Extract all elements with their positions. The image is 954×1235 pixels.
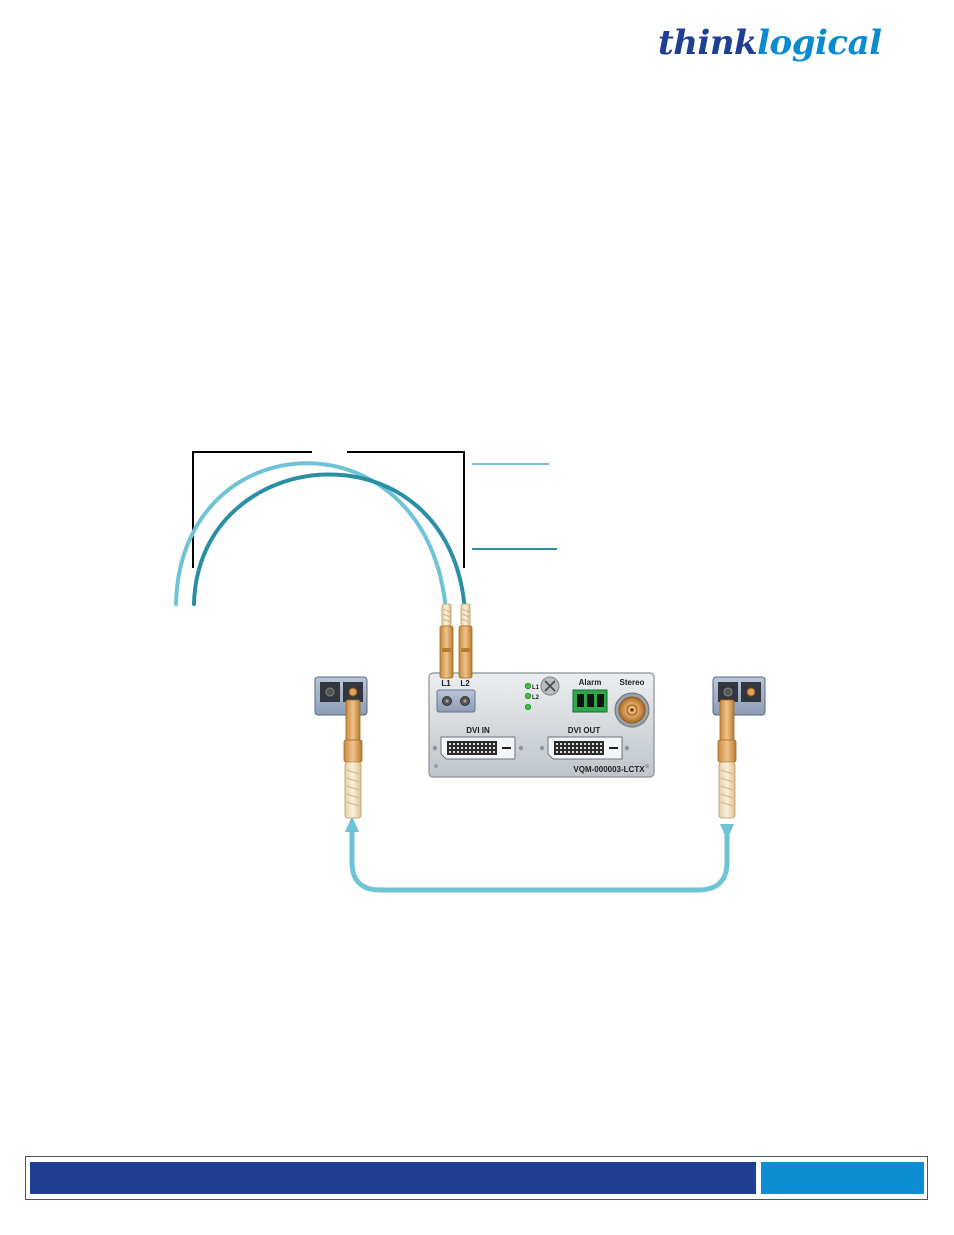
stereo-bnc-connector [614,692,650,728]
footer-bar-right [761,1162,924,1194]
callout-lines [472,463,557,550]
port-label-l2: L2 [460,679,470,688]
lc-connector-l2 [458,603,473,679]
port-label-l1: L1 [441,679,451,688]
thumbscrew-icon [540,676,560,696]
logo-text-think: think [658,23,758,63]
led-label-l1: L1 [532,685,540,691]
arrow-down-icon [720,824,734,840]
lc-connector-left [343,699,363,819]
page-footer [25,1156,928,1200]
thinklogical-logo: thinklogical [658,26,882,60]
fiber-cable-light [174,461,448,614]
dvi-out-port [539,736,630,760]
dvi-in-port [432,736,524,760]
vqm-module-panel: L1 L2 L1 L2 Alarm Stereo [428,672,655,778]
fiber-cable-dark [192,472,467,614]
led-label-l2: L2 [532,695,540,701]
alarm-label: Alarm [579,678,602,687]
led-power [524,703,532,711]
loopback-fiber-cable [349,828,730,893]
fiber-port-housing [436,689,476,713]
footer-bar-left [30,1162,756,1194]
lc-connector-l1 [439,603,454,679]
dvi-in-label: DVI IN [466,726,490,735]
led-l1 [524,682,532,690]
arrow-up-icon [345,816,359,832]
model-number: VQM-000003-LCTX [573,765,645,774]
stereo-label: Stereo [620,678,645,687]
logo-text-logical: logical [757,23,882,63]
lc-connector-right [717,699,737,819]
dvi-out-label: DVI OUT [568,726,601,735]
led-l2 [524,692,532,700]
fiber-connection-diagram: L1 L2 L1 L2 Alarm Stereo [174,451,766,893]
alarm-terminal-block [572,689,608,713]
